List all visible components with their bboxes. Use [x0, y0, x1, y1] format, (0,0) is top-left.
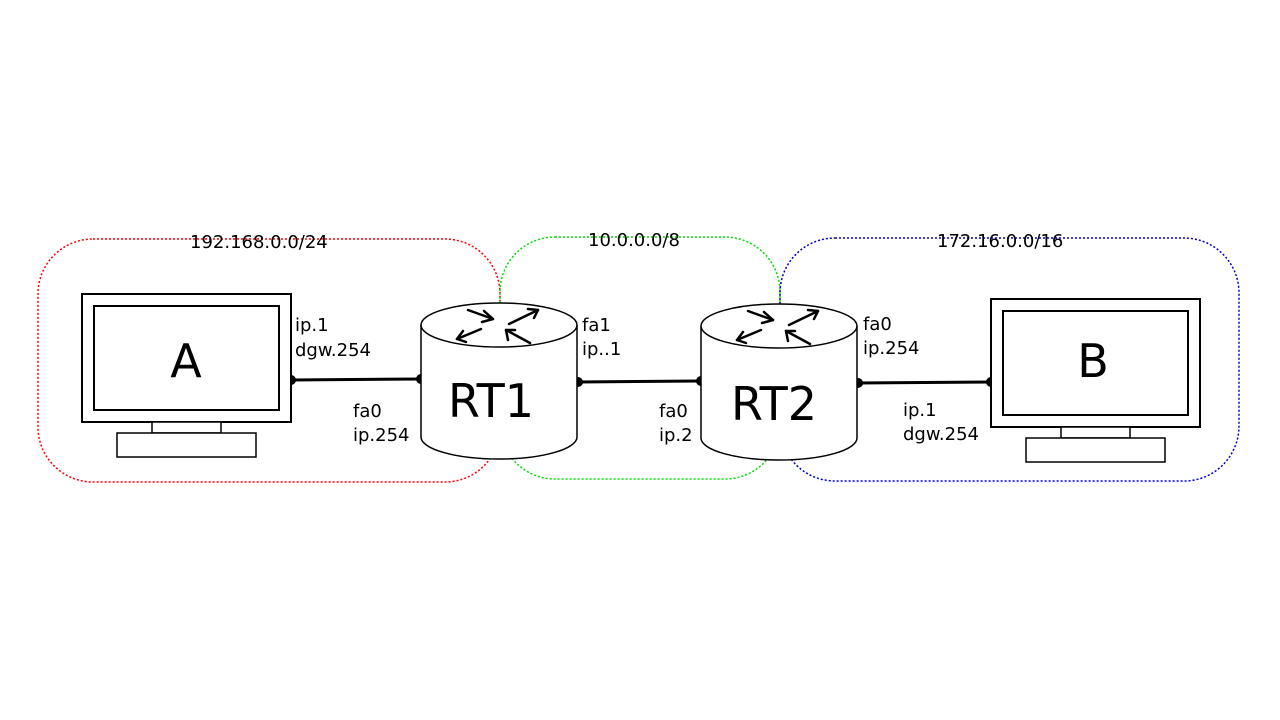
rt1-fa0-iface: fa0	[353, 401, 382, 422]
link-rt2-b	[857, 380, 992, 385]
monitor-screen	[1002, 310, 1189, 416]
router-cylinder-body	[700, 326, 858, 461]
rt2-fa0-right-ip: ip.254	[863, 338, 920, 359]
keyboard-icon	[1025, 437, 1166, 463]
router-rt1: RT1	[420, 302, 578, 460]
computer-a: A	[81, 293, 292, 458]
host-a-name: A	[170, 334, 202, 388]
monitor-stand	[1060, 426, 1131, 439]
rt1-fa1-config: fa1 ip..1	[582, 315, 621, 360]
host-a-gateway: dgw.254	[295, 340, 371, 361]
zone-10-label: 10.0.0.0/8	[588, 230, 680, 251]
monitor-screen	[93, 305, 280, 411]
host-a-config: ip.1 dgw.254	[295, 315, 371, 361]
zone-192-168-label: 192.168.0.0/24	[190, 232, 328, 253]
host-a-ip: ip.1	[295, 315, 329, 336]
host-b-gateway: dgw.254	[903, 424, 979, 445]
router-cylinder-top	[700, 303, 858, 349]
router-cylinder-top	[420, 302, 578, 348]
router-arrows-icon	[455, 307, 540, 345]
rt1-fa0-config: fa0 ip.254	[353, 401, 410, 446]
router-arrows-icon	[735, 308, 820, 346]
rt2-fa0-left-ip: ip.2	[659, 425, 693, 446]
keyboard-icon	[116, 432, 257, 458]
link-rt1-rt2	[577, 379, 702, 384]
rt2-fa0-right-iface: fa0	[863, 314, 892, 335]
host-b-name: B	[1077, 334, 1109, 388]
computer-b: B	[990, 298, 1201, 463]
rt2-fa0-left-config: fa0 ip.2	[659, 401, 693, 446]
rt2-fa0-left-iface: fa0	[659, 401, 688, 422]
router-cylinder-body	[420, 325, 578, 460]
links	[290, 377, 992, 385]
rt1-fa1-iface: fa1	[582, 315, 611, 336]
router-rt2-name: RT2	[731, 377, 817, 431]
host-b-ip: ip.1	[903, 400, 937, 421]
rt1-fa1-ip: ip..1	[582, 339, 621, 360]
host-b-config: ip.1 dgw.254	[903, 400, 979, 445]
rt2-fa0-right-config: fa0 ip.254	[863, 314, 920, 359]
zone-172-16-label: 172.16.0.0/16	[937, 231, 1063, 252]
link-a-rt1	[290, 377, 422, 382]
router-rt2: RT2	[700, 303, 858, 461]
monitor-stand	[151, 421, 222, 434]
router-rt1-name: RT1	[448, 374, 534, 428]
rt1-fa0-ip: ip.254	[353, 425, 410, 446]
